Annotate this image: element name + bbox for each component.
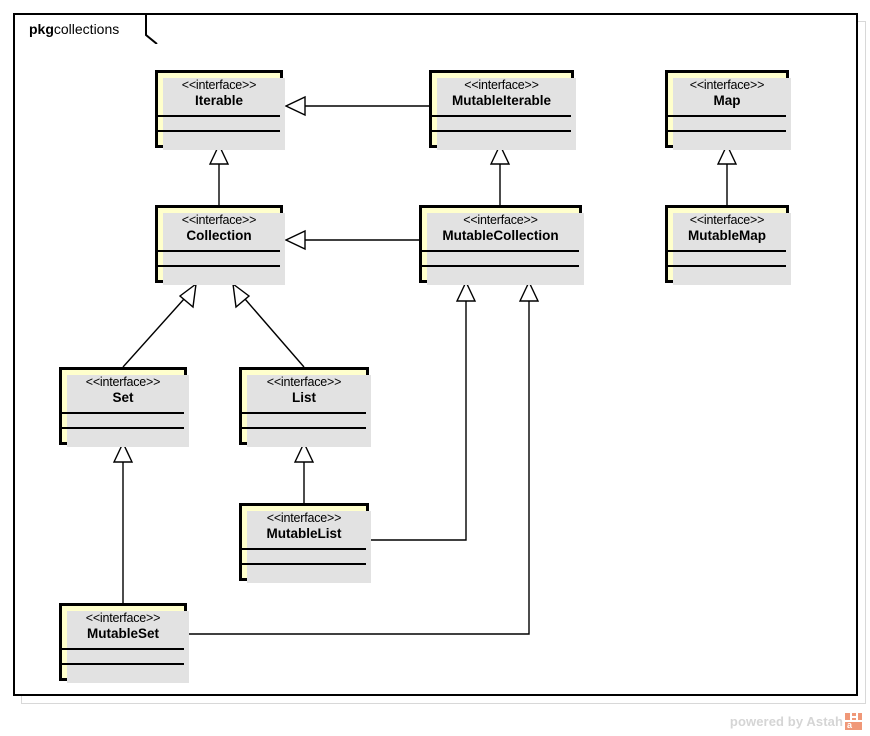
class-operations-compartment: [668, 129, 786, 145]
class-operations-compartment: [432, 129, 571, 145]
package-keyword: pkg: [29, 20, 54, 37]
class-attributes-compartment: [62, 411, 184, 427]
class-name-compartment: <<interface>> Set: [62, 370, 184, 412]
class-box-mutableset[interactable]: <<interface>> MutableSet: [59, 603, 189, 683]
class-name: Map: [713, 93, 741, 109]
class-attributes-compartment: [242, 547, 366, 563]
class-name: MutableList: [266, 526, 342, 542]
class-attributes-compartment: [158, 249, 280, 265]
class-box-mutablelist[interactable]: <<interface>> MutableList: [239, 503, 371, 583]
class-operations-compartment: [158, 264, 280, 280]
class-name-compartment: <<interface>> Iterable: [158, 73, 280, 115]
class-stereotype: <<interface>>: [463, 213, 538, 227]
class-name: MutableIterable: [451, 93, 552, 109]
class-box-map[interactable]: <<interface>> Map: [665, 70, 791, 150]
class-operations-compartment: [422, 264, 579, 280]
class-box-list[interactable]: <<interface>> List: [239, 367, 371, 447]
class-box-mutableiterable[interactable]: <<interface>> MutableIterable: [429, 70, 576, 150]
class-attributes-compartment: [242, 411, 366, 427]
class-attributes-compartment: [62, 647, 184, 663]
astah-logo-letter: a: [847, 720, 853, 730]
class-box-mutablecollection[interactable]: <<interface>> MutableCollection: [419, 205, 584, 285]
class-stereotype: <<interface>>: [689, 78, 765, 92]
class-name-compartment: <<interface>> MutableMap: [668, 208, 786, 250]
class-attributes-compartment: [668, 249, 786, 265]
class-stereotype: <<interface>>: [464, 78, 539, 92]
class-operations-compartment: [62, 662, 184, 678]
class-operations-compartment: [668, 264, 786, 280]
class-box-mutablemap[interactable]: <<interface>> MutableMap: [665, 205, 791, 285]
class-box-collection[interactable]: <<interface>> Collection: [155, 205, 285, 285]
class-attributes-compartment: [422, 249, 579, 265]
class-name-compartment: <<interface>> MutableSet: [62, 606, 184, 648]
class-name: MutableSet: [86, 626, 159, 642]
class-box-iterable[interactable]: <<interface>> Iterable: [155, 70, 285, 150]
class-attributes-compartment: [668, 114, 786, 130]
class-name: MutableCollection: [442, 228, 559, 244]
class-operations-compartment: [242, 562, 366, 578]
class-stereotype: <<interface>>: [85, 375, 161, 389]
class-name: Collection: [186, 228, 252, 244]
class-name: List: [291, 390, 316, 406]
class-stereotype: <<interface>>: [266, 375, 342, 389]
class-stereotype: <<interface>>: [266, 511, 342, 525]
class-stereotype: <<interface>>: [181, 213, 257, 227]
class-name: Iterable: [194, 93, 244, 109]
package-name: collections: [53, 20, 120, 37]
class-operations-compartment: [158, 129, 280, 145]
watermark: powered by Astah a: [730, 713, 862, 730]
class-box-set[interactable]: <<interface>> Set: [59, 367, 189, 447]
class-stereotype: <<interface>>: [85, 611, 161, 625]
class-name-compartment: <<interface>> Collection: [158, 208, 280, 250]
class-name-compartment: <<interface>> Map: [668, 73, 786, 115]
class-name-compartment: <<interface>> MutableIterable: [432, 73, 571, 115]
class-name-compartment: <<interface>> MutableCollection: [422, 208, 579, 250]
class-name: MutableMap: [687, 228, 766, 244]
package-tab-bevel: [145, 13, 158, 44]
class-stereotype: <<interface>>: [181, 78, 257, 92]
class-name: Set: [112, 390, 134, 406]
class-name-compartment: <<interface>> MutableList: [242, 506, 366, 548]
class-attributes-compartment: [432, 114, 571, 130]
class-operations-compartment: [62, 426, 184, 442]
astah-logo-icon: a: [845, 713, 862, 730]
watermark-text: powered by Astah: [729, 714, 843, 729]
class-operations-compartment: [242, 426, 366, 442]
class-name-compartment: <<interface>> List: [242, 370, 366, 412]
class-stereotype: <<interface>>: [689, 213, 765, 227]
class-attributes-compartment: [158, 114, 280, 130]
